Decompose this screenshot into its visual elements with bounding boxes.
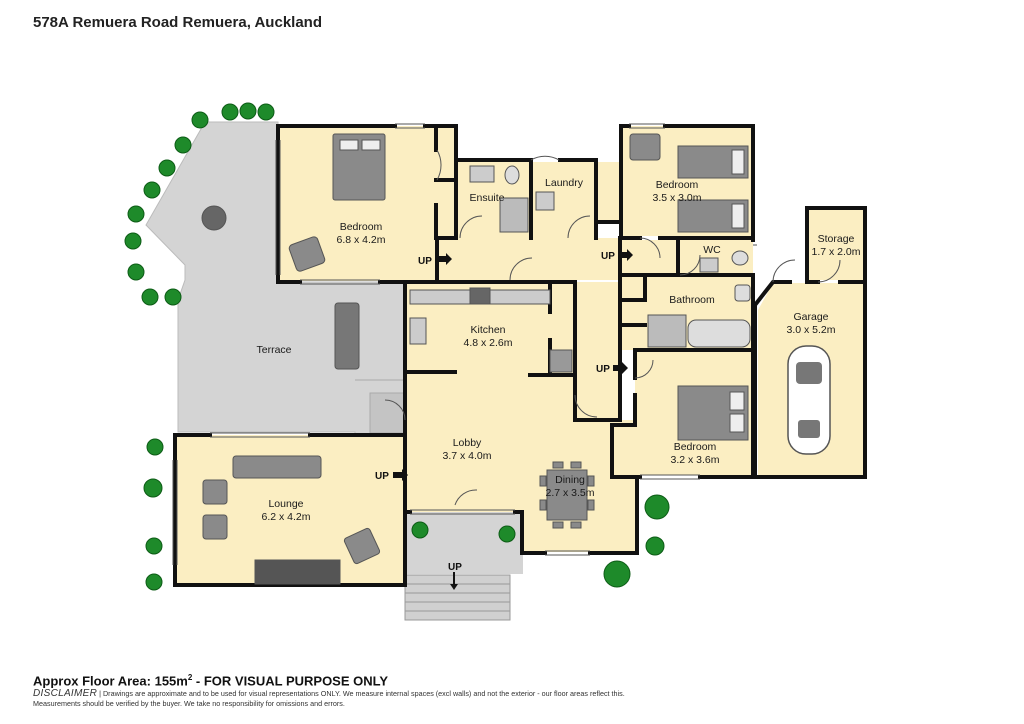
up-marker-entry: UP [448, 562, 462, 573]
room-name-laundry: Laundry [545, 177, 584, 189]
room-size-garage: 3.0 x 5.2m [786, 324, 835, 336]
car-icon [787, 345, 831, 455]
room-name-bedroom-2: Bedroom [656, 179, 699, 191]
disclaimer: DISCLAIMER | Drawings are approximate an… [33, 689, 653, 709]
windows [172, 123, 757, 565]
room-size-dining: 2.7 x 3.5m [545, 487, 594, 499]
room-name-bathroom: Bathroom [669, 294, 715, 306]
room-size-lounge: 6.2 x 4.2m [261, 511, 310, 523]
room-name-ensuite: Ensuite [469, 192, 504, 204]
up-marker-bedroom3: UP [596, 362, 628, 375]
room-name-lounge: Lounge [268, 498, 303, 510]
room-name-dining: Dining [555, 474, 585, 486]
floor-area-unit-sup: 2 [187, 673, 193, 682]
room-name-lobby: Lobby [453, 437, 482, 449]
room-size-bedroom-2: 3.5 x 3.0m [652, 192, 701, 204]
floor-area-note: Approx Floor Area: 155m2 - FOR VISUAL PU… [33, 673, 388, 688]
room-labels: Bedroom 6.8 x 4.2m Ensuite Laundry Bedro… [256, 177, 860, 523]
room-size-storage: 1.7 x 2.0m [811, 246, 860, 258]
room-size-kitchen: 4.8 x 2.6m [463, 337, 512, 349]
property-address-title: 578A Remuera Road Remuera, Auckland [33, 14, 322, 31]
svg-text:UP: UP [418, 256, 432, 267]
plants [124, 102, 670, 591]
disclaimer-text: | Drawings are approximate and to be use… [33, 689, 625, 708]
up-marker-hall: UP [601, 249, 633, 262]
room-name-bedroom-1: Bedroom [340, 221, 383, 233]
door-swings [384, 149, 841, 506]
room-size-bedroom-3: 3.2 x 3.6m [670, 454, 719, 466]
room-name-garage: Garage [793, 311, 828, 323]
room-size-bedroom-1: 6.8 x 4.2m [336, 234, 385, 246]
up-markers: UP UP UP UP UP [375, 249, 633, 573]
disclaimer-heading: DISCLAIMER [33, 688, 98, 699]
room-name-kitchen: Kitchen [470, 324, 505, 336]
svg-text:UP: UP [596, 364, 610, 375]
floor-area-text: Approx Floor Area: 155m [33, 673, 188, 689]
room-name-storage: Storage [818, 233, 855, 245]
floor-area-suffix: - FOR VISUAL PURPOSE ONLY [192, 673, 389, 689]
walls [173, 124, 867, 587]
entry-steps [404, 572, 511, 621]
svg-text:UP: UP [375, 471, 389, 482]
up-marker-bedroom: UP [418, 253, 452, 267]
room-size-lobby: 3.7 x 4.0m [442, 450, 491, 462]
svg-text:UP: UP [601, 251, 615, 262]
room-name-terrace: Terrace [256, 344, 291, 356]
furniture [201, 133, 751, 585]
room-name-wc: WC [703, 244, 721, 256]
up-marker-lounge: UP [375, 469, 408, 482]
room-name-bedroom-3: Bedroom [674, 441, 717, 453]
